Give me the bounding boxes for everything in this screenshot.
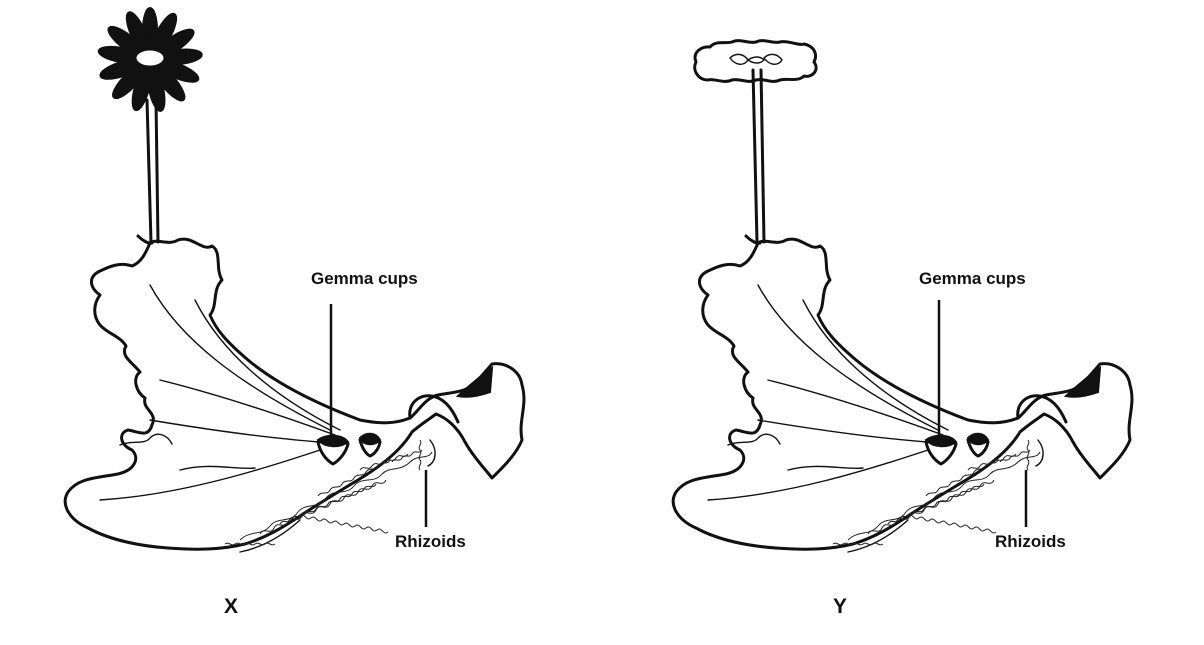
plant-y: Gemma cups Rhizoids Y	[671, 39, 1134, 618]
rhizoids-label-y: Rhizoids	[995, 532, 1066, 551]
gemma-cups-label-x: Gemma cups	[311, 269, 418, 288]
stalk-x	[145, 98, 160, 244]
receptacle-y-disc	[693, 39, 818, 83]
plant-x: Gemma cups Rhizoids X	[63, 7, 526, 618]
gemma-cups-label-y: Gemma cups	[919, 269, 1026, 288]
thallus-y	[671, 234, 1134, 554]
thallus-x	[63, 234, 526, 554]
receptacle-x-star	[97, 7, 203, 112]
plant-caption-y: Y	[833, 595, 847, 618]
rhizoids-label-x: Rhizoids	[395, 532, 466, 551]
plant-caption-x: X	[224, 595, 238, 618]
stalk-y	[751, 68, 766, 244]
